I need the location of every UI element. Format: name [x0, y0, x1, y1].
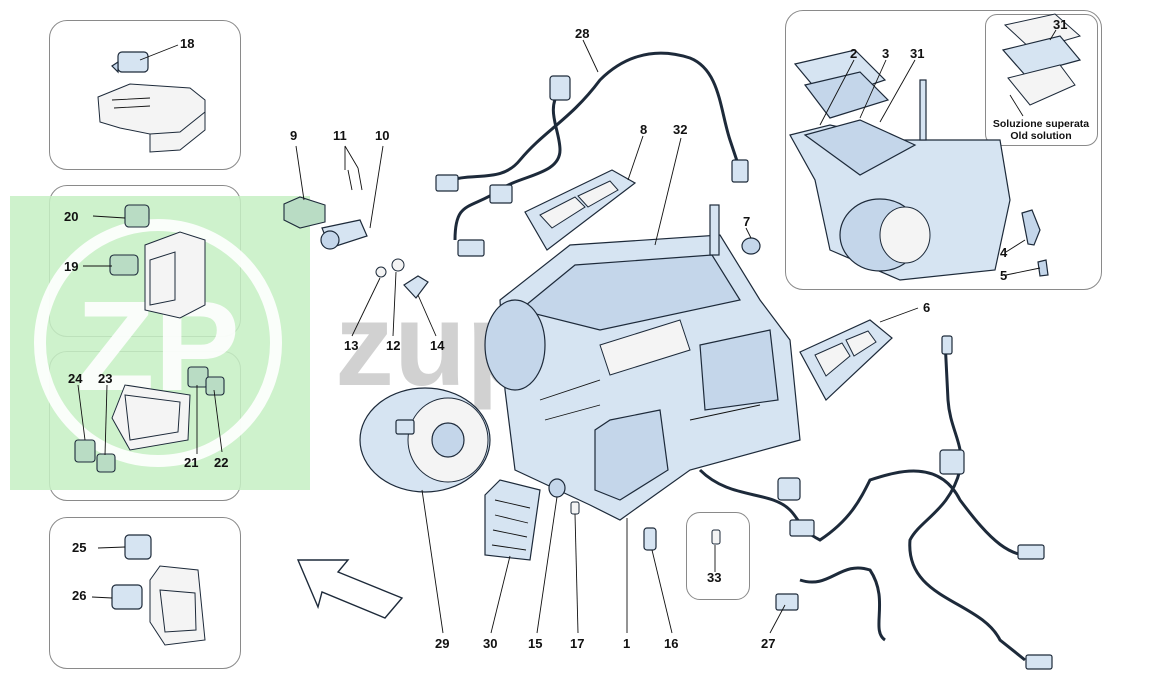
callout-10: 10	[375, 128, 389, 143]
grommet-7-drawing	[741, 237, 761, 255]
old-solution-note-it: Soluzione superata	[993, 118, 1089, 130]
direction-arrow-icon	[296, 559, 404, 619]
hvac-unit-1-drawing	[484, 204, 801, 521]
plug-15-drawing	[548, 478, 566, 498]
callout-31-main: 31	[910, 46, 924, 61]
inset-box-old-solution	[985, 14, 1098, 146]
inset-box-actuators-25-26	[49, 517, 241, 669]
actuator-18-drawing	[97, 51, 206, 153]
callout-15: 15	[528, 636, 542, 651]
actuators-21-24-drawing	[74, 366, 225, 473]
callout-19: 19	[64, 259, 78, 274]
leader-lines	[77, 29, 1057, 634]
callout-1: 1	[623, 636, 630, 651]
callout-2: 2	[850, 46, 857, 61]
gasket-6-drawing	[799, 319, 893, 401]
callout-3: 3	[882, 46, 889, 61]
callout-6: 6	[923, 300, 930, 315]
unit-overview-drawing	[789, 49, 1049, 281]
callout-24: 24	[68, 371, 83, 386]
callout-30: 30	[483, 636, 497, 651]
screw-17-drawing	[570, 501, 580, 515]
old-solution-note-en: Old solution	[1010, 130, 1071, 142]
callout-23: 23	[98, 371, 112, 386]
watermark-logo-ring	[34, 219, 282, 467]
callout-13: 13	[344, 338, 358, 353]
callout-28: 28	[575, 26, 589, 41]
wiring-harness-28	[435, 51, 749, 257]
inset-box-unit-overview	[785, 10, 1102, 290]
gasket-8-drawing	[524, 169, 637, 251]
sensor-16-drawing	[643, 527, 657, 551]
callout-16: 16	[664, 636, 678, 651]
small-parts-9-14-drawing	[283, 167, 429, 299]
callout-4: 4	[1000, 245, 1008, 260]
inset-box-part-33	[686, 512, 750, 600]
old-solution-drawing	[1001, 13, 1082, 106]
callout-32: 32	[673, 122, 687, 137]
callout-11: 11	[333, 128, 347, 143]
callout-17: 17	[570, 636, 584, 651]
callout-8: 8	[640, 122, 647, 137]
resistor-30-drawing	[484, 479, 541, 561]
inset-box-actuator-18	[49, 20, 241, 170]
callout-labels: 18 20 19 24 23 21 22 25 26 9 11 10 13 12…	[64, 17, 1067, 651]
callout-25: 25	[72, 540, 86, 555]
callout-20: 20	[64, 209, 78, 224]
callout-18: 18	[180, 36, 194, 51]
callout-9: 9	[290, 128, 297, 143]
wiring-harness-27	[698, 335, 1053, 670]
callout-12: 12	[386, 338, 400, 353]
part-33-drawing	[711, 529, 721, 545]
blower-29-drawing	[359, 387, 491, 493]
callout-5: 5	[1000, 268, 1007, 283]
callout-29: 29	[435, 636, 449, 651]
actuators-19-20-drawing	[109, 204, 206, 319]
callout-22: 22	[214, 455, 228, 470]
callout-31-old: 31	[1053, 17, 1067, 32]
callout-33: 33	[707, 570, 721, 585]
callout-14: 14	[430, 338, 445, 353]
actuators-25-26-drawing	[111, 534, 206, 646]
callout-21: 21	[184, 455, 198, 470]
callout-27: 27	[761, 636, 775, 651]
callout-7: 7	[743, 214, 750, 229]
callout-26: 26	[72, 588, 86, 603]
